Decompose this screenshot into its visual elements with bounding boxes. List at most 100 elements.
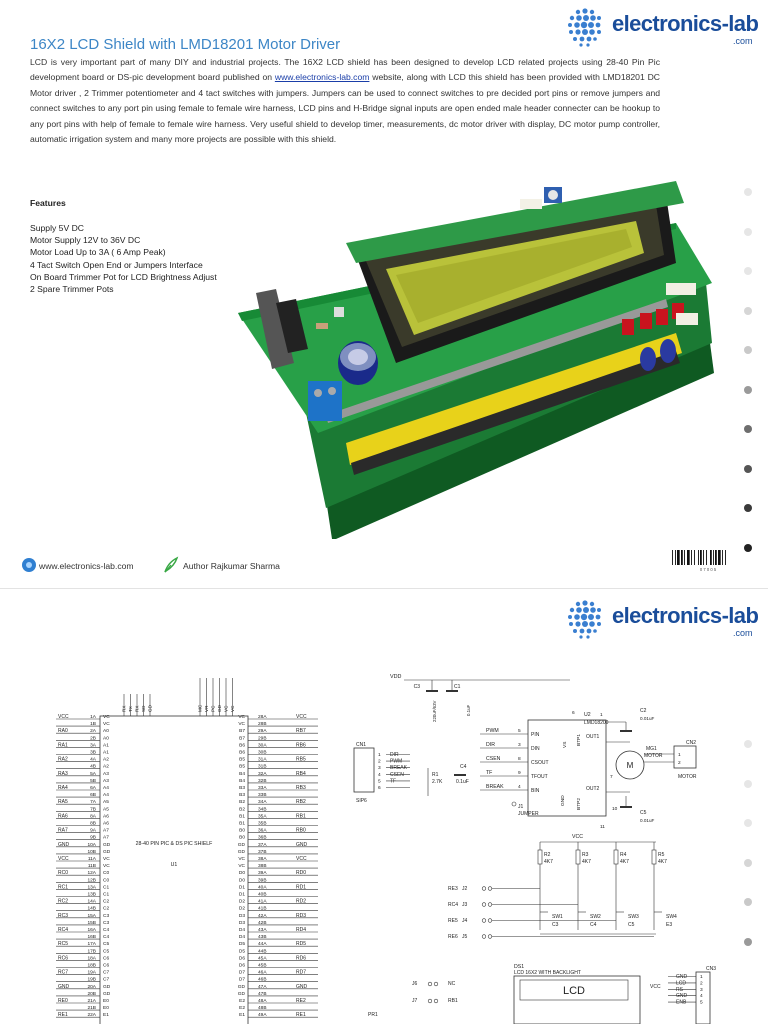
pin-name: D5 — [239, 941, 245, 947]
net-label: RD6 — [296, 955, 306, 961]
pin-number: 6B — [90, 792, 96, 798]
cn3-label: CN3 — [706, 966, 716, 972]
net-label: RC5 — [58, 941, 68, 947]
resistor-value: 4K7 — [582, 859, 591, 865]
jumper-pin — [481, 918, 487, 923]
signal-label: TF — [390, 778, 396, 784]
nav-dot[interactable] — [744, 188, 752, 196]
logo-wordmark: electronics-lab — [612, 603, 759, 628]
jumper-label: JUMPER — [518, 811, 539, 817]
pin-name: VC — [238, 856, 245, 862]
signal-label: DIR — [486, 742, 495, 748]
rb1-label: RB1 — [448, 998, 458, 1004]
resistor-symbol — [613, 849, 619, 865]
jumper-label: J4 — [462, 918, 468, 924]
pin-name: SD — [141, 705, 146, 712]
pin-number: 11A — [88, 856, 97, 862]
net-label: RC0 — [58, 870, 68, 876]
vcc-label: VCC — [572, 834, 583, 840]
pin-number: 10A — [87, 842, 96, 848]
port-label: RE6 — [448, 934, 458, 940]
resistor-symbol — [575, 849, 581, 865]
c3-symbol — [426, 690, 438, 692]
pin-number: 35A — [258, 813, 267, 819]
pin-number: 9 — [518, 770, 521, 776]
footer-website[interactable]: www.electronics-lab.com — [39, 561, 134, 571]
pin-name: D1 — [239, 892, 245, 898]
nav-dot[interactable] — [744, 779, 752, 788]
pin-number: 1B — [90, 721, 96, 727]
motor-driver-heatsink — [256, 289, 294, 369]
feature-item: 4 Tact Switch Open End or Jumpers Interf… — [30, 259, 203, 270]
nav-dot[interactable] — [744, 385, 752, 394]
nav-dot[interactable] — [744, 819, 752, 827]
lcd-text: LCD — [563, 985, 585, 997]
features-heading: Features — [30, 198, 66, 208]
pin-number: 32A — [258, 771, 267, 777]
pin-number: 19A — [87, 970, 96, 976]
pin-name: B6 — [239, 750, 245, 756]
resistor-symbol — [537, 849, 543, 865]
nav-dot[interactable] — [744, 543, 752, 552]
nav-dot[interactable] — [744, 267, 752, 275]
c5-label: C5 — [640, 810, 647, 816]
switch-port: C3 — [552, 922, 559, 928]
pin-name: RX — [122, 706, 127, 712]
pin-number: 5 — [700, 1000, 703, 1006]
nav-dot[interactable] — [744, 858, 752, 867]
pin-name: C3 — [103, 913, 109, 919]
net-label: VCC — [296, 714, 307, 720]
header-outline — [99, 715, 249, 1024]
pin-number: 13B — [87, 892, 96, 898]
nav-dot[interactable] — [744, 346, 752, 354]
nav-dot[interactable] — [744, 740, 752, 748]
pin-name: VC — [103, 714, 110, 720]
switch-port: C4 — [590, 922, 597, 928]
motor-screw-terminal — [308, 381, 342, 421]
nav-dot[interactable] — [744, 898, 752, 906]
lcd-outline — [513, 975, 641, 1024]
pr1-label: PR1 — [368, 1012, 378, 1018]
pin-number: 29A — [258, 728, 267, 734]
pin-name: TFOUT — [531, 774, 548, 780]
nav-dot[interactable] — [744, 464, 752, 473]
c3-label: C3 — [414, 684, 421, 690]
pin-number: 15B — [87, 920, 96, 926]
logo-wordmark: electronics-lab — [612, 11, 759, 36]
pin-number: 5 — [518, 728, 521, 734]
pin-number: 38A — [258, 856, 267, 862]
resistor-label: R4 — [620, 852, 627, 858]
pin-name: D4 — [239, 934, 245, 940]
nav-dot[interactable] — [744, 504, 752, 512]
pin-number: 18B — [87, 963, 96, 969]
pin-name: LCD — [676, 980, 686, 986]
nav-dot[interactable] — [744, 227, 752, 236]
lcd-window — [519, 979, 629, 1001]
net-label: GND — [296, 842, 308, 848]
pin-number: 16B — [87, 934, 96, 940]
pin-name: C6 — [103, 955, 109, 961]
nav-dot[interactable] — [744, 306, 752, 315]
net-label: RA1 — [58, 742, 68, 748]
header-pins — [326, 299, 668, 423]
nav-dot[interactable] — [744, 937, 752, 946]
pin-number: 6 — [572, 710, 575, 716]
bootstrap1-label: BTP1 — [576, 734, 582, 746]
pin-number: 46A — [258, 970, 267, 976]
resistor-value: 4K7 — [544, 859, 553, 865]
datasheet-page-2: electronics-lab .com 28-40 PIN PIC & DS … — [0, 590, 768, 1024]
pin-number: 41A — [258, 899, 267, 905]
pin-number: 39B — [258, 877, 267, 883]
website-link[interactable]: www.electronics-lab.com — [274, 72, 370, 83]
pin-number: 31B — [258, 764, 267, 770]
net-label: RA4 — [58, 785, 68, 791]
feature-item: On Board Trimmer Pot for LCD Brightness … — [30, 271, 217, 282]
net-label: GND — [296, 984, 308, 990]
pin-name: E2 — [239, 1005, 245, 1011]
nav-dot[interactable] — [744, 425, 752, 433]
pin-number: 8 — [518, 756, 521, 762]
pin-number: 40B — [258, 892, 267, 898]
net-label: RB3 — [296, 785, 306, 791]
